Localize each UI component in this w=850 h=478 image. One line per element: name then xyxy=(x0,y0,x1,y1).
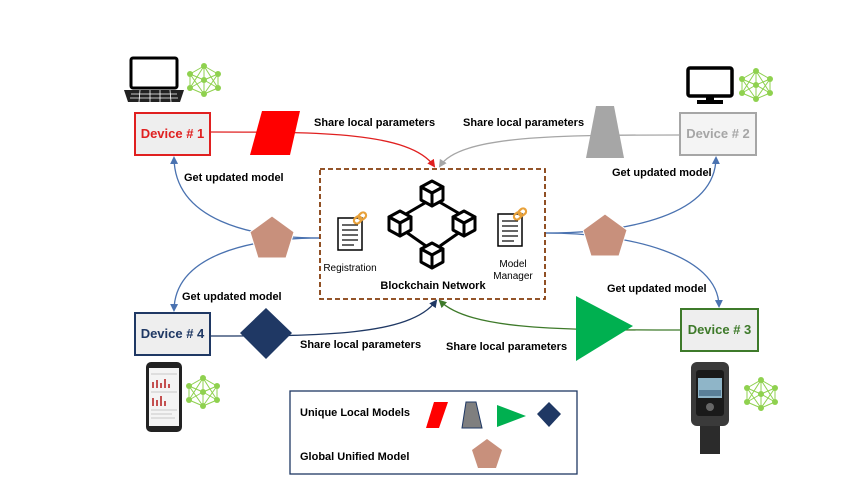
neural-network-icon xyxy=(738,67,774,103)
legend-parallelogram-red xyxy=(426,402,448,428)
update-arrow-device-4 xyxy=(170,237,321,312)
legend-global-label: Global Unified Model xyxy=(300,451,409,463)
neural-network-icon xyxy=(743,376,779,412)
device-3-label: Device # 3 xyxy=(688,322,752,337)
blockchain-network-title: Blockchain Network xyxy=(380,280,486,292)
legend-trapezoid-gray xyxy=(461,401,483,429)
update-label-top-left: Get updated model xyxy=(184,172,284,184)
update-label-bottom-left: Get updated model xyxy=(182,291,282,303)
global-model-pentagon-left xyxy=(249,215,295,259)
device-2-box: Device # 2 xyxy=(679,112,757,156)
device-1-label: Device # 1 xyxy=(141,126,205,141)
local-model-trapezoid-gray xyxy=(586,106,624,158)
device-4-box: Device # 4 xyxy=(134,312,211,356)
smartphone-icon xyxy=(146,362,182,432)
share-arrow-device-3 xyxy=(438,299,682,331)
legend-triangle-green xyxy=(497,405,526,427)
wearable-camera-icon xyxy=(691,362,729,454)
device-3-box: Device # 3 xyxy=(680,308,759,352)
share-arrow-device-2 xyxy=(438,134,681,168)
update-arrow-device-2 xyxy=(544,156,720,234)
update-label-top-right: Get updated model xyxy=(612,167,712,179)
share-arrow-device-1 xyxy=(209,131,436,168)
share-label-bottom-left: Share local parameters xyxy=(300,339,421,351)
neural-network-icon xyxy=(186,62,222,98)
share-label-top-right: Share local parameters xyxy=(463,117,584,129)
laptop-icon xyxy=(124,56,184,103)
local-model-diamond-navy xyxy=(240,308,292,359)
model-manager-label-line2: Manager xyxy=(493,271,533,282)
legend-pentagon xyxy=(472,439,502,468)
device-4-label: Device # 4 xyxy=(141,326,205,341)
device-1-box: Device # 1 xyxy=(134,112,211,156)
monitor-icon xyxy=(686,66,734,104)
local-model-parallelogram-red xyxy=(250,111,300,155)
update-arrow-device-3 xyxy=(544,232,723,308)
share-label-bottom-right: Share local parameters xyxy=(446,341,567,353)
update-arrow-device-1 xyxy=(170,156,321,239)
legend-diamond-navy xyxy=(537,402,561,427)
device-2-label: Device # 2 xyxy=(686,126,750,141)
local-model-triangle-green xyxy=(576,296,633,361)
blockchain-network-box: Registration Model Manager Blockchain Ne… xyxy=(319,168,546,300)
model-manager-label-line1: Model xyxy=(499,259,526,270)
share-label-top-left: Share local parameters xyxy=(314,117,435,129)
global-model-pentagon-right xyxy=(582,213,628,257)
legend-unique-label: Unique Local Models xyxy=(300,407,410,419)
neural-network-icon xyxy=(185,374,221,410)
registration-label: Registration xyxy=(323,263,376,274)
update-label-bottom-right: Get updated model xyxy=(607,283,707,295)
blockchain-cubes-icon xyxy=(387,179,477,270)
legend: Unique Local Models Global Unified Model xyxy=(289,390,578,475)
